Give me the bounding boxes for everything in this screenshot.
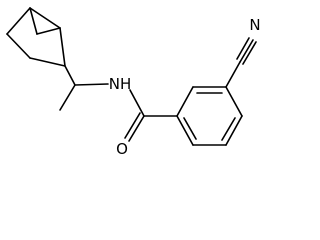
bond — [124, 112, 141, 139]
bond — [6, 33, 31, 59]
bond — [242, 41, 257, 65]
bond — [239, 39, 254, 63]
nitrile-group — [225, 37, 257, 88]
nitrile-nitrogen-label: N — [249, 16, 260, 34]
bond — [225, 86, 243, 117]
bond — [236, 37, 250, 60]
bond — [129, 89, 145, 117]
chemical-structure: N NH O — [6, 7, 261, 158]
bond — [36, 27, 61, 35]
bond — [29, 57, 66, 67]
bond — [225, 115, 243, 146]
bond — [225, 61, 241, 88]
ethyl-linker — [59, 65, 109, 111]
bond — [128, 115, 145, 142]
amide-nh-label: NH — [109, 75, 132, 93]
bond — [183, 117, 197, 140]
benzene-ring — [176, 86, 243, 146]
bond — [29, 7, 61, 29]
bond — [176, 115, 194, 146]
bond — [59, 84, 76, 111]
bond — [74, 83, 109, 86]
bond — [6, 7, 31, 35]
bond — [59, 27, 66, 67]
bond — [221, 117, 236, 141]
bond — [176, 86, 194, 117]
bond — [29, 7, 38, 35]
bond — [64, 65, 76, 86]
structure-canvas: N NH O — [6, 7, 261, 158]
amide-group — [124, 89, 178, 142]
norbornane-cage — [6, 7, 66, 67]
carbonyl-oxygen-label: O — [116, 140, 128, 158]
